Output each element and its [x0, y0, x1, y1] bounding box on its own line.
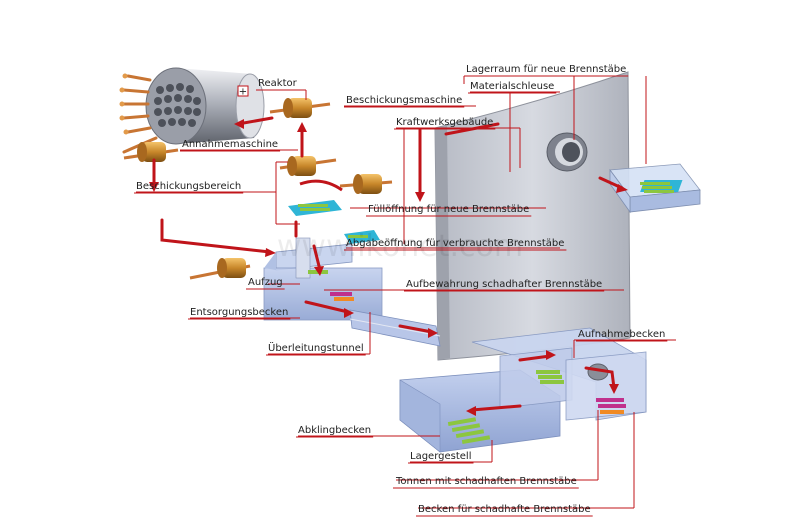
new-fuel-rods-stored — [640, 182, 674, 193]
reactor-face-channels — [154, 83, 201, 127]
flow-arrows — [152, 116, 624, 412]
label-tonnen: Tonnen mit schadhaften Brennstäbe — [395, 476, 577, 487]
discharge-machine — [189, 258, 251, 280]
fueling-machine — [269, 98, 331, 118]
discharge-port-rack — [344, 230, 380, 244]
label-fuelloeffnung: Füllöffnung für neue Brennstäbe — [368, 204, 529, 215]
discharge-pool — [263, 237, 383, 321]
receiving-machine — [123, 142, 179, 162]
zoom-icon[interactable]: + — [237, 85, 249, 98]
zoom-symbol: + — [239, 87, 247, 98]
label-abklingbecken: Abklingbecken — [298, 425, 371, 436]
label-aufnahmebecken: Aufnahmebecken — [578, 329, 665, 340]
loading-area-machine-top — [279, 156, 337, 176]
label-reaktor: Reaktor — [258, 78, 298, 89]
label-abgabeoeffnung: Abgabeöffnung für verbrauchte Brennstäbe — [346, 238, 564, 249]
leader-lines — [136, 75, 676, 509]
label-becken-schadhaft: Becken für schadhafte Brennstäbe — [418, 504, 591, 515]
storage-rack-rods — [447, 417, 491, 445]
new-fuel-storage-room — [609, 163, 701, 214]
material-airlock — [546, 132, 588, 172]
labels: Reaktor Beschickungsmaschine Annahmemasc… — [134, 64, 668, 517]
reception-and-storage-pools — [399, 327, 647, 453]
label-beschickungsbereich: Beschickungsbereich — [136, 181, 241, 192]
label-aufzug: Aufzug — [248, 277, 283, 288]
watermark: www.ikonet.com — [277, 229, 523, 264]
flow-arrowheads — [149, 119, 628, 416]
label-kraftwerksgebaeude: Kraftwerksgebäude — [396, 117, 493, 128]
label-lagerraum: Lagerraum für neue Brennstäbe — [466, 64, 626, 75]
label-ueberleitungstunnel: Überleitungstunnel — [268, 341, 364, 354]
label-materialschleuse: Materialschleuse — [470, 81, 554, 92]
reception-rack-rods — [536, 370, 564, 384]
loading-area-machine-right — [339, 174, 393, 194]
label-entsorgungsbecken: Entsorgungsbecken — [190, 307, 288, 318]
label-beschickungsmaschine: Beschickungsmaschine — [346, 95, 462, 106]
transfer-tunnel — [349, 309, 441, 347]
label-annahmemaschine: Annahmemaschine — [182, 139, 278, 150]
label-lagergestell: Lagergestell — [410, 451, 471, 462]
loading-turntable — [288, 179, 343, 216]
defective-fuel-canisters — [596, 398, 626, 414]
label-aufbewahrung: Aufbewahrung schadhafter Brennstäbe — [406, 279, 602, 290]
